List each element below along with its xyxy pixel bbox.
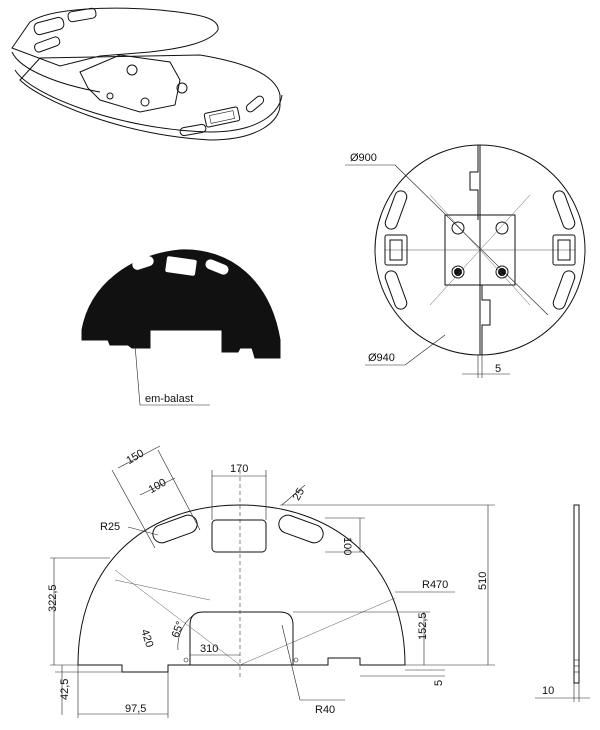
isometric-view [11, 7, 283, 141]
dim-42-5: 42,5 [59, 679, 71, 700]
dim-170: 170 [230, 463, 248, 475]
dim-322-5: 322,5 [47, 584, 59, 612]
diameter-900-label: Ø900 [350, 152, 377, 164]
dim-100-slot: 100 [147, 476, 169, 496]
diameter-940-label: Ø940 [368, 352, 395, 364]
dim-510: 510 [477, 572, 489, 590]
top-view: Ø900 Ø940 5 [345, 144, 586, 378]
dim-152-5: 152,5 [417, 612, 429, 640]
solid-half-view: em-balast [81, 249, 281, 406]
dim-5-base: 5 [433, 680, 445, 686]
dim-r25: R25 [100, 521, 120, 533]
dim-25: 25 [291, 486, 308, 503]
dim-150: 150 [124, 447, 146, 467]
gap-5-label: 5 [495, 363, 501, 375]
dim-r470: R470 [422, 579, 448, 591]
dim-65-deg: 65° [170, 620, 187, 640]
em-balast-label: em-balast [145, 393, 193, 405]
dim-r40: R40 [315, 704, 335, 716]
dim-10-thickness: 10 [542, 685, 554, 697]
thickness-view: 10 [535, 504, 590, 702]
dimensioned-front-view: 150 100 170 25 R25 100 R470 510 322,5 4 [47, 445, 495, 718]
dim-420: 420 [138, 628, 155, 649]
dim-97-5: 97,5 [125, 703, 146, 715]
dim-310: 310 [200, 643, 218, 655]
dim-100-right: 100 [341, 537, 353, 555]
